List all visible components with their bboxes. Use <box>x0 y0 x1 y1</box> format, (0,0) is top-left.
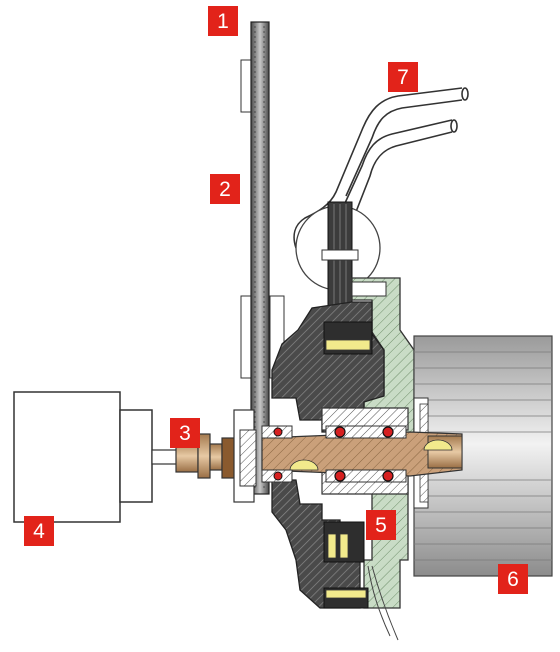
flange-plate <box>233 409 257 503</box>
horizontal-shaft <box>261 431 463 477</box>
callout-2: 2 <box>210 174 240 204</box>
bearings <box>261 425 407 483</box>
callout-7: 7 <box>388 62 418 92</box>
motor-body <box>13 391 181 523</box>
vertical-shaft <box>240 21 285 495</box>
callout-3: 3 <box>170 418 200 448</box>
callout-6: 6 <box>498 564 528 594</box>
callout-1: 1 <box>208 6 238 36</box>
holder-block <box>321 201 359 309</box>
callout-4: 4 <box>24 516 54 546</box>
main-housing <box>271 301 385 609</box>
lead-wire <box>367 565 399 641</box>
coupling <box>175 433 237 479</box>
callout-5: 5 <box>366 510 396 540</box>
tubes <box>293 87 469 291</box>
